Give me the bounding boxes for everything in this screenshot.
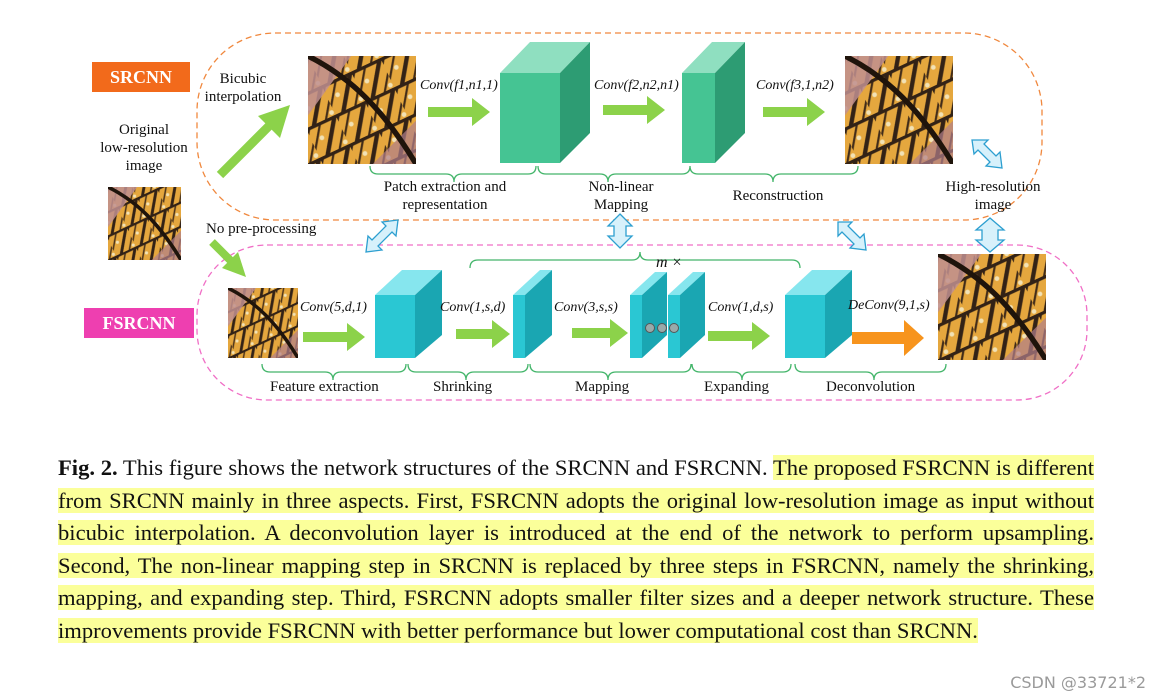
srcnn-region: [196, 32, 1043, 221]
fsrcnn-stage-brackets: [261, 363, 947, 381]
fsrcnn-region: [196, 244, 1088, 401]
fsrcnn-op-3: Conv(3,s,s): [554, 300, 618, 315]
fsrcnn-stage-shrinking: Shrinking: [433, 379, 493, 395]
no-preprocessing-label: No pre-processing: [206, 221, 317, 237]
fsrcnn-mapping-block-1: [630, 272, 667, 358]
fsrcnn-op-4: Conv(1,d,s): [708, 300, 774, 315]
srcnn-stage-mapping: Non-linear Mapping: [588, 179, 654, 213]
fsrcnn-arrow-4: [708, 322, 770, 350]
bicubic-label: Bicubic interpolation: [204, 71, 282, 105]
fsrcnn-op-2: Conv(1,s,d): [440, 300, 506, 315]
compare-arrow-right: [837, 221, 867, 251]
srcnn-tag: SRCNN: [92, 62, 190, 92]
fsrcnn-arrow-3: [572, 319, 628, 347]
caption-highlighted-text: The proposed FSRCNN is different from SR…: [58, 455, 1094, 643]
fsrcnn-expand-block: [785, 270, 852, 358]
ellipsis-dots: [645, 323, 679, 333]
fsrcnn-stage-feature: Feature extraction: [270, 379, 379, 395]
srcnn-arrow-3: [763, 98, 825, 126]
srcnn-op-1: Conv(f1,n1,1): [420, 78, 498, 93]
m-times-label: m ×: [656, 254, 683, 271]
network-diagram: [108, 32, 1088, 401]
mapping-repeat-bracket: [469, 251, 801, 269]
fsrcnn-input-image: [228, 288, 298, 358]
srcnn-output-image: [845, 56, 953, 164]
compare-arrow-bottom-right: [974, 217, 1006, 253]
fsrcnn-stage-deconvolution: Deconvolution: [826, 379, 916, 395]
srcnn-layer-1-block: [500, 42, 590, 163]
srcnn-arrow-2: [603, 96, 665, 124]
fsrcnn-stage-expanding: Expanding: [704, 379, 769, 395]
fsrcnn-feature-block: [375, 270, 442, 358]
compare-arrow-center: [606, 213, 634, 249]
srcnn-stage-brackets: [369, 165, 859, 183]
compare-arrow-top-right: [971, 139, 1003, 169]
fsrcnn-mapping-block-2: [668, 272, 705, 358]
original-image-label: Original low-resolution image: [100, 122, 188, 174]
fsrcnn-tag: FSRCNN: [84, 308, 194, 338]
fsrcnn-output-image: [938, 254, 1046, 360]
fsrcnn-stage-mapping: Mapping: [575, 379, 630, 395]
caption-label: Fig. 2.: [58, 455, 118, 480]
srcnn-layer-2-block: [682, 42, 745, 163]
figure-caption: Fig. 2. This figure shows the network st…: [58, 452, 1094, 647]
srcnn-interpolated-image: [308, 56, 416, 164]
fsrcnn-arrow-2: [456, 320, 510, 348]
high-res-label: High-resolution image: [945, 179, 1041, 213]
srcnn-arrow-1: [428, 98, 490, 126]
watermark: CSDN @33721*2: [1010, 673, 1146, 692]
deconv-arrow: [852, 320, 924, 356]
fsrcnn-arrow-1: [303, 323, 365, 351]
caption-plain-text: This figure shows the network structures…: [117, 455, 773, 480]
srcnn-op-2: Conv(f2,n2,n1): [594, 78, 679, 93]
no-preprocessing-arrow: [209, 239, 246, 277]
srcnn-stage-reconstruction: Reconstruction: [732, 188, 824, 204]
lr-input-image: [108, 187, 181, 260]
fsrcnn-shrink-block: [513, 270, 552, 358]
bicubic-arrow: [216, 105, 290, 179]
fsrcnn-op-5: DeConv(9,1,s): [848, 298, 930, 313]
srcnn-op-3: Conv(f3,1,n2): [756, 78, 834, 93]
srcnn-stage-patch: Patch extraction and representation: [383, 179, 507, 213]
compare-arrow-left: [365, 219, 399, 253]
fsrcnn-op-1: Conv(5,d,1): [300, 300, 367, 315]
